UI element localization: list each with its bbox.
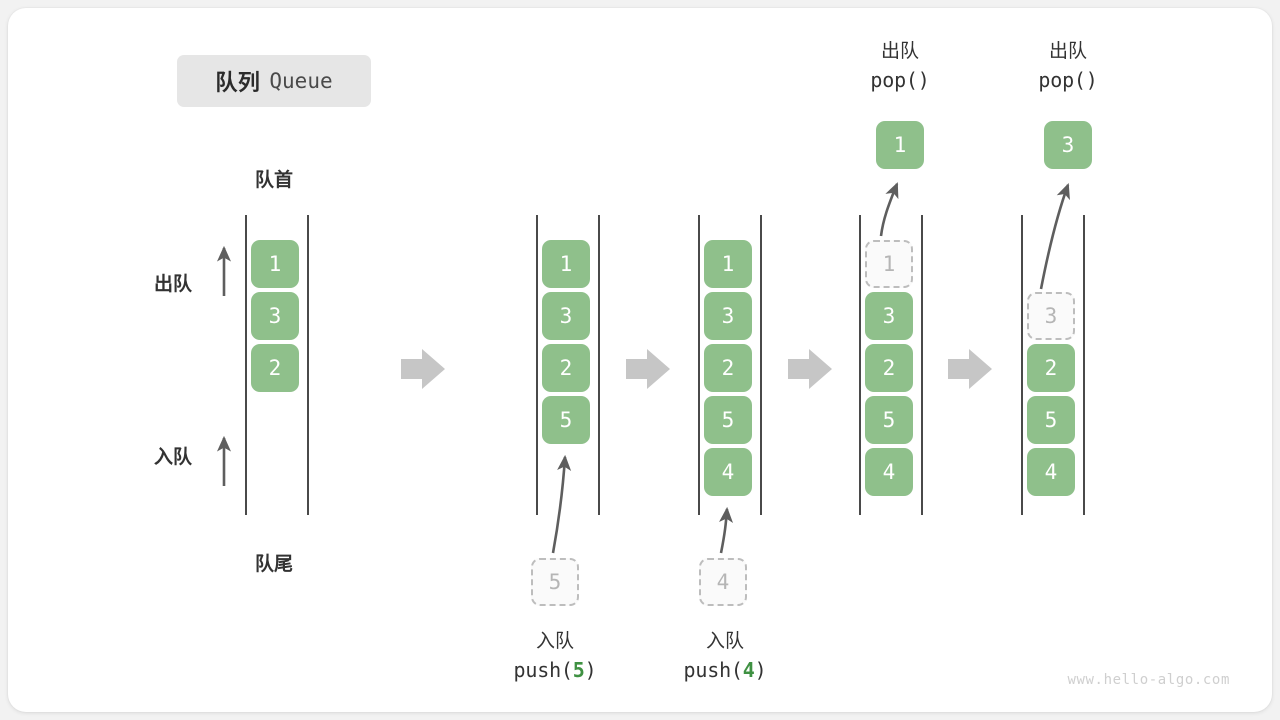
pop-2-label-code: pop() [988,66,1148,95]
queue-cell: 2 [865,344,913,392]
queue-cell: 2 [542,344,590,392]
popped-element: 1 [876,121,924,169]
pop-2-fn: pop( [1038,67,1086,92]
queue-cell: 3 [704,292,752,340]
arrow-overlay [216,182,1070,554]
tail-label: 队尾 [254,554,293,575]
push-4-arrow-icon [719,506,734,554]
push-4-close: ) [754,657,767,682]
queue-cell: 5 [1027,396,1075,444]
pop-1-close: ) [917,67,930,92]
push-4-arg: 4 [742,657,755,682]
pop-2-label: 出队 pop() [988,38,1148,95]
queue-cell: 1 [704,240,752,288]
push-5-arg: 5 [572,657,585,682]
queue-cell: 1 [542,240,590,288]
queue-rail-left-col1 [245,215,247,515]
incoming-element-ghost: 4 [699,558,747,606]
diagram-card: 队列 Queue 队首 出队 入队 1 3 2 队尾 1 3 2 5 5 入队 … [8,8,1272,712]
pop-1-label-cn: 出队 [880,41,919,62]
push-4-label-code: push(4) [640,656,810,685]
queue-cell: 4 [865,448,913,496]
queue-rail-left-col4 [859,215,861,515]
queue-cell: 5 [704,396,752,444]
queue-cell: 2 [1027,344,1075,392]
queue-rail-left-col2 [536,215,538,515]
queue-rail-left-col3 [698,215,700,515]
step-arrow-icon-1 [401,349,445,389]
queue-rail-right-col4 [921,215,923,515]
queue-cell: 3 [865,292,913,340]
title-chinese: 队列 [215,70,261,95]
queue-rail-right-col2 [598,215,600,515]
pop-2-arrow-icon [1039,183,1070,290]
dequeue-direction-label: 出队 [154,274,193,295]
queue-cell: 2 [251,344,299,392]
step-arrow-icon-4 [948,349,992,389]
push-5-label: 入队 push(5) [470,628,640,685]
push-5-close: ) [584,657,597,682]
queue-rail-left-col5 [1021,215,1023,515]
queue-rail-right-col5 [1083,215,1085,515]
pop-1-label-code: pop() [820,66,980,95]
incoming-element-ghost: 5 [531,558,579,606]
pop-1-label: 出队 pop() [820,38,980,95]
push-5-fn: push( [513,657,573,682]
site-watermark: www.hello-algo.com [1067,672,1230,688]
queue-cell: 4 [1027,448,1075,496]
queue-cell: 1 [251,240,299,288]
queue-cell: 5 [542,396,590,444]
head-label: 队首 [254,170,293,191]
push-4-fn: push( [683,657,743,682]
push-4-label: 入队 push(4) [640,628,810,685]
queue-cell: 2 [704,344,752,392]
pop-1-fn: pop( [870,67,918,92]
popped-element: 3 [1044,121,1092,169]
queue-cell: 3 [542,292,590,340]
pop-1-arrow-icon [879,182,899,237]
enqueue-direction-label: 入队 [154,447,193,468]
pop-2-label-cn: 出队 [1048,41,1087,62]
push-4-label-cn: 入队 [705,631,744,652]
diagram-title-badge: 队列 Queue [177,55,371,107]
title-english: Queue [269,69,333,93]
push-5-arrow-icon [551,454,572,554]
step-arrow-icon-2 [626,349,670,389]
push-5-label-cn: 入队 [535,631,574,652]
pop-2-close: ) [1085,67,1098,92]
step-arrow-icon-3 [788,349,832,389]
queue-cell: 3 [251,292,299,340]
queue-cell: 5 [865,396,913,444]
queue-cell-ghost: 3 [1027,292,1075,340]
queue-cell-ghost: 1 [865,240,913,288]
queue-cell: 4 [704,448,752,496]
queue-rail-right-col1 [307,215,309,515]
push-5-label-code: push(5) [470,656,640,685]
queue-rail-right-col3 [760,215,762,515]
